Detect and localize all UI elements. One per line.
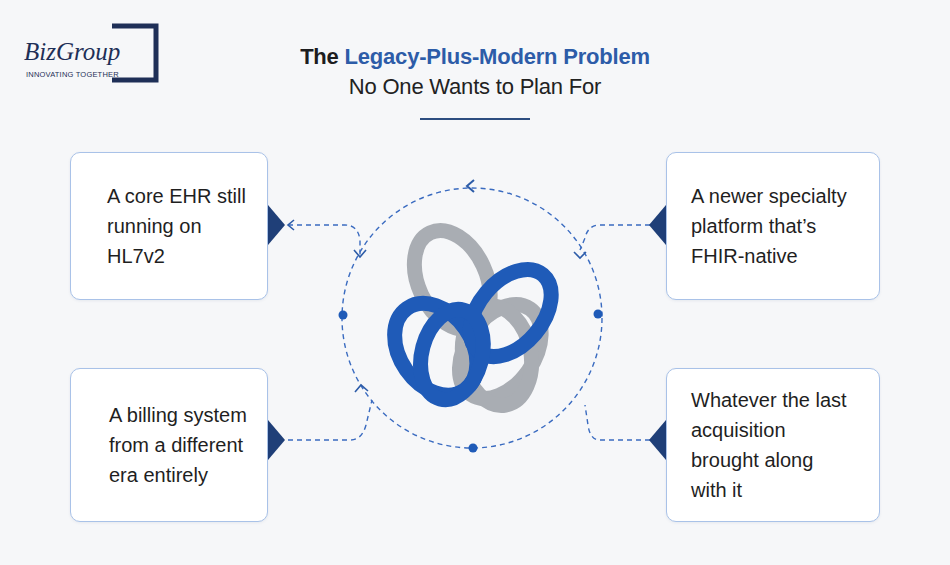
info-box: Whatever the last acquisition brought al… — [666, 368, 880, 522]
arrow-chevron — [574, 252, 586, 258]
box-text: A newer specialty platform that’s FHIR-n… — [691, 181, 871, 271]
box-content: Whatever the last acquisition brought al… — [691, 385, 851, 505]
orbit-dot — [469, 444, 478, 453]
interlocking-rings — [378, 218, 568, 413]
info-box: A newer specialty platform that’s FHIR-n… — [666, 152, 880, 300]
arrow-chevron — [355, 385, 368, 392]
arrow-chevron — [467, 180, 474, 192]
logo-tagline: INNOVATING TOGETHER — [26, 70, 119, 79]
leader-line — [288, 225, 360, 255]
pointer-triangle — [649, 420, 666, 460]
box-text: A core EHR still running on HL7v2 — [107, 181, 247, 271]
orbit-dot — [594, 310, 603, 319]
info-box: A billing system from a different era en… — [70, 368, 268, 522]
pointer-triangle — [649, 205, 666, 245]
pointer-triangle — [268, 205, 285, 245]
info-box: A core EHR still running on HL7v2 — [70, 152, 268, 300]
diagram-title: The Legacy-Plus-Modern Problem No One Wa… — [0, 42, 950, 102]
leader-line — [585, 405, 650, 440]
logo-wordmark: BizGroup — [24, 38, 120, 66]
leader-line — [288, 400, 372, 440]
orbit-circle — [342, 188, 602, 448]
arrow-chevron — [354, 250, 366, 257]
box-text: A billing system from a different era en… — [109, 400, 259, 490]
box-content: A newer specialty platform that’s FHIR-n… — [691, 181, 871, 271]
arrow-chevron — [288, 220, 294, 230]
box-text: Whatever the last acquisition brought al… — [691, 385, 851, 505]
orbit-dot — [339, 311, 348, 320]
title-underline — [420, 118, 530, 120]
pointer-triangle — [268, 420, 285, 460]
box-content: A billing system from a different era en… — [109, 400, 259, 490]
blue-ring — [411, 302, 493, 406]
leader-line — [580, 225, 650, 250]
box-content: A core EHR still running on HL7v2 — [107, 181, 247, 271]
